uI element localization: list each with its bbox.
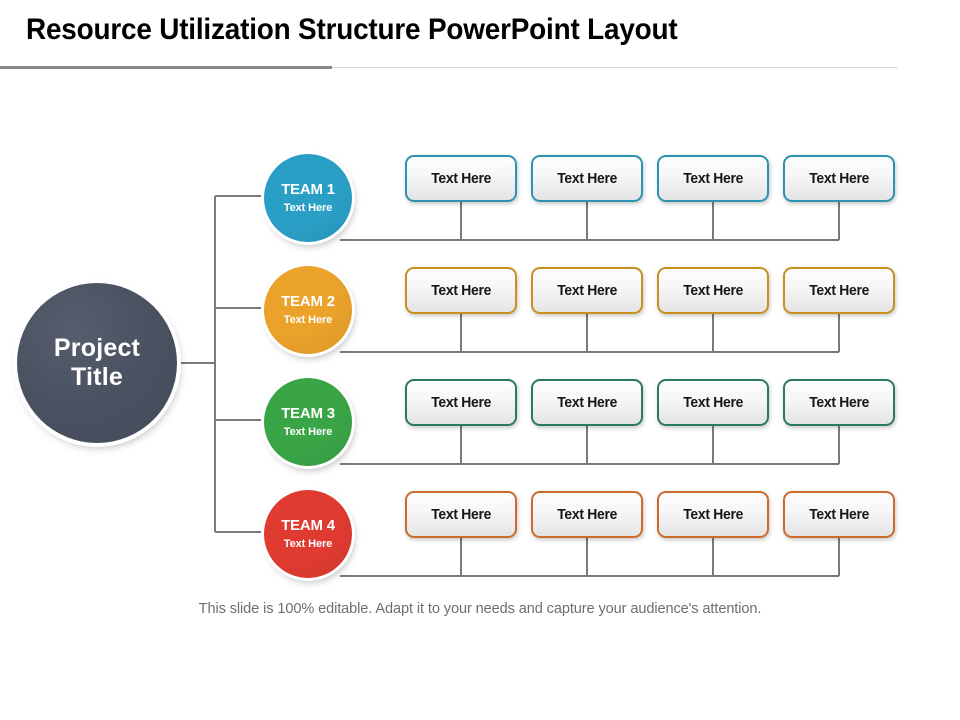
leaf-box-3-3[interactable]: Text Here — [657, 379, 769, 426]
team-name-1: TEAM 1 — [281, 180, 335, 198]
root-title-line-2: Title — [71, 363, 123, 391]
leaf-box-4-4[interactable]: Text Here — [783, 491, 895, 538]
team-circle-2[interactable]: TEAM 2 Text Here — [264, 266, 352, 354]
leaf-box-3-4[interactable]: Text Here — [783, 379, 895, 426]
leaf-label: Text Here — [809, 506, 869, 523]
leaf-label: Text Here — [809, 394, 869, 411]
slide-caption: This slide is 100% editable. Adapt it to… — [198, 600, 762, 617]
team-subtitle-1: Text Here — [283, 202, 333, 215]
leaf-label: Text Here — [557, 506, 617, 523]
leaf-label: Text Here — [557, 282, 617, 299]
team-name-3: TEAM 3 — [281, 404, 335, 422]
slide-header: Resource Utilization Structure PowerPoin… — [0, 0, 960, 72]
page-title: Resource Utilization Structure PowerPoin… — [26, 13, 678, 46]
leaf-label: Text Here — [431, 394, 491, 411]
leaf-box-1-4[interactable]: Text Here — [783, 155, 895, 202]
team-subtitle-2: Text Here — [283, 314, 333, 327]
leaf-box-1-2[interactable]: Text Here — [531, 155, 643, 202]
leaf-box-4-2[interactable]: Text Here — [531, 491, 643, 538]
root-title-line-1: Project — [53, 333, 141, 362]
leaf-box-3-1[interactable]: Text Here — [405, 379, 517, 426]
team-name-4: TEAM 4 — [281, 516, 335, 534]
leaf-box-3-2[interactable]: Text Here — [531, 379, 643, 426]
leaf-label: Text Here — [809, 282, 869, 299]
header-rule-dark — [0, 66, 332, 69]
leaf-label: Text Here — [683, 394, 743, 411]
team-circle-3[interactable]: TEAM 3 Text Here — [264, 378, 352, 466]
leaf-label: Text Here — [431, 282, 491, 299]
leaf-label: Text Here — [809, 170, 869, 187]
leaf-box-2-1[interactable]: Text Here — [405, 267, 517, 314]
leaf-label: Text Here — [431, 506, 491, 523]
leaf-label: Text Here — [557, 170, 617, 187]
leaf-label: Text Here — [557, 394, 617, 411]
team-name-2: TEAM 2 — [281, 292, 335, 310]
leaf-box-1-3[interactable]: Text Here — [657, 155, 769, 202]
leaf-box-4-1[interactable]: Text Here — [405, 491, 517, 538]
leaf-label: Text Here — [683, 282, 743, 299]
team-circle-4[interactable]: TEAM 4 Text Here — [264, 490, 352, 578]
root-node-project-title[interactable]: Project Title — [17, 283, 177, 443]
leaf-box-2-4[interactable]: Text Here — [783, 267, 895, 314]
team-circle-1[interactable]: TEAM 1 Text Here — [264, 154, 352, 242]
leaf-label: Text Here — [683, 170, 743, 187]
header-rule-light — [332, 67, 898, 68]
leaf-box-4-3[interactable]: Text Here — [657, 491, 769, 538]
team-subtitle-3: Text Here — [283, 426, 333, 439]
leaf-label: Text Here — [683, 506, 743, 523]
leaf-box-2-2[interactable]: Text Here — [531, 267, 643, 314]
leaf-box-2-3[interactable]: Text Here — [657, 267, 769, 314]
leaf-label: Text Here — [431, 170, 491, 187]
team-subtitle-4: Text Here — [283, 538, 333, 551]
leaf-box-1-1[interactable]: Text Here — [405, 155, 517, 202]
